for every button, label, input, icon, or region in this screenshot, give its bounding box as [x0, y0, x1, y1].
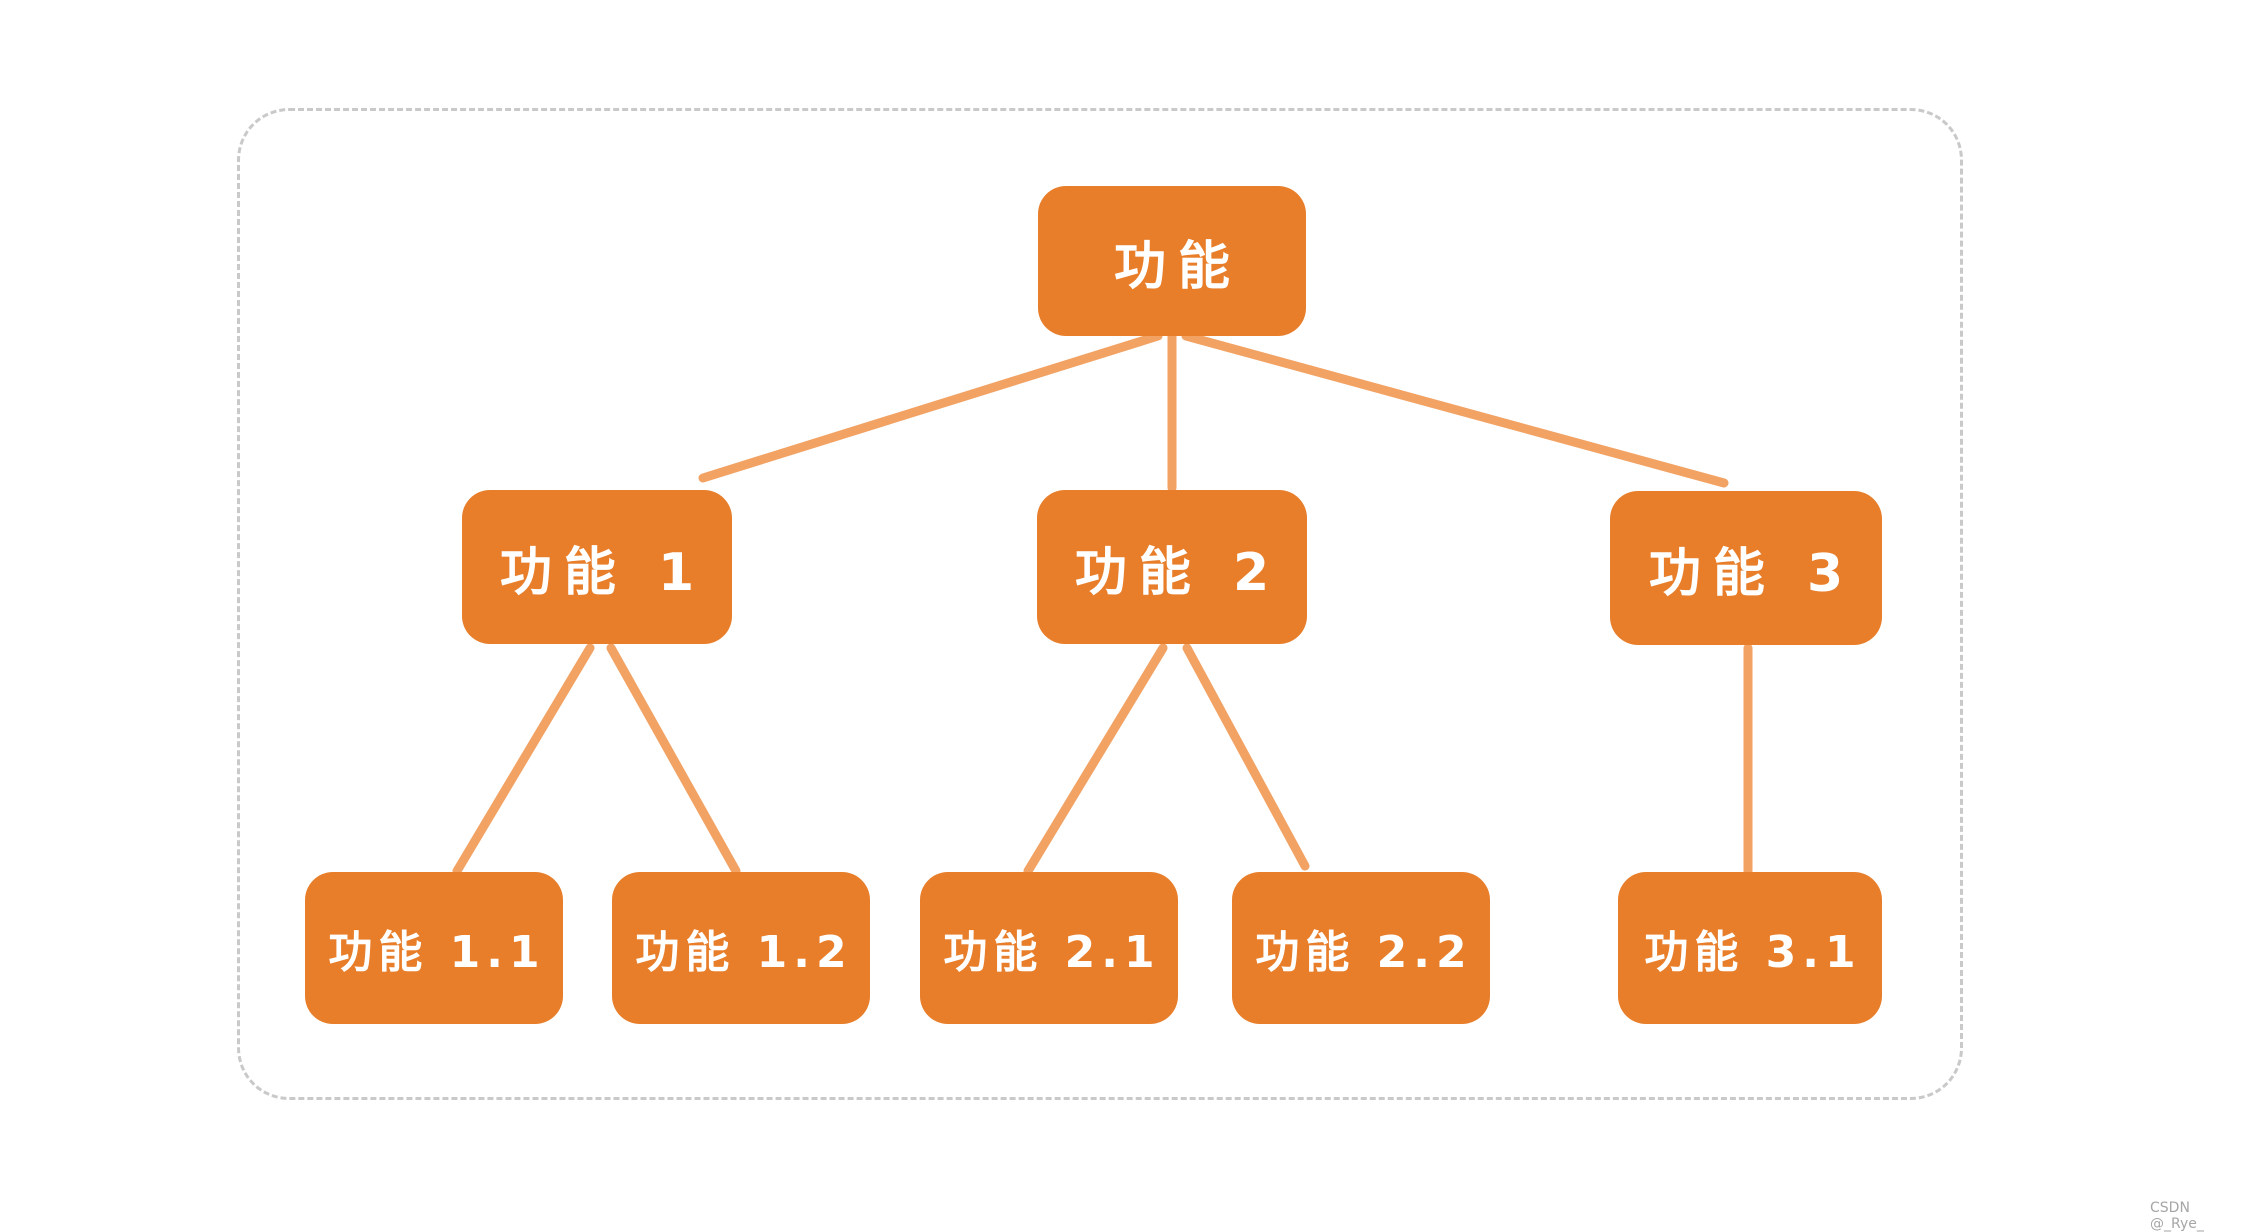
node-f11: 功能 1.1 [305, 872, 563, 1024]
node-root-label: 功能 [1113, 236, 1242, 297]
edge-f2-f22 [1182, 643, 1310, 871]
dashed-frame [237, 108, 1963, 1100]
node-f2: 功能 2 [1037, 490, 1307, 644]
node-f12: 功能 1.2 [612, 872, 870, 1024]
node-f22: 功能 2.2 [1232, 872, 1490, 1024]
node-f21: 功能 2.1 [920, 872, 1178, 1024]
edge-root-f3 [1181, 331, 1729, 488]
node-f1-label: 功能 1 [499, 542, 707, 603]
edge-f1-f12 [606, 643, 741, 876]
node-f3-label: 功能 3 [1648, 543, 1856, 604]
edge-f2-f21 [1023, 643, 1168, 876]
edge-root-f1 [698, 331, 1163, 483]
node-root: 功能 [1038, 186, 1306, 336]
node-f31-label: 功能 3.1 [1644, 927, 1862, 978]
node-f21-label: 功能 2.1 [943, 927, 1161, 978]
node-f1: 功能 1 [462, 490, 732, 644]
node-f22-label: 功能 2.2 [1255, 927, 1473, 978]
node-f3: 功能 3 [1610, 491, 1882, 645]
node-f31: 功能 3.1 [1618, 872, 1882, 1024]
watermark: CSDN @_Rye_ [2150, 1200, 2204, 1232]
node-f2-label: 功能 2 [1074, 542, 1282, 603]
edge-f1-f11 [452, 643, 595, 876]
node-f11-label: 功能 1.1 [328, 927, 546, 978]
node-f12-label: 功能 1.2 [635, 927, 853, 978]
